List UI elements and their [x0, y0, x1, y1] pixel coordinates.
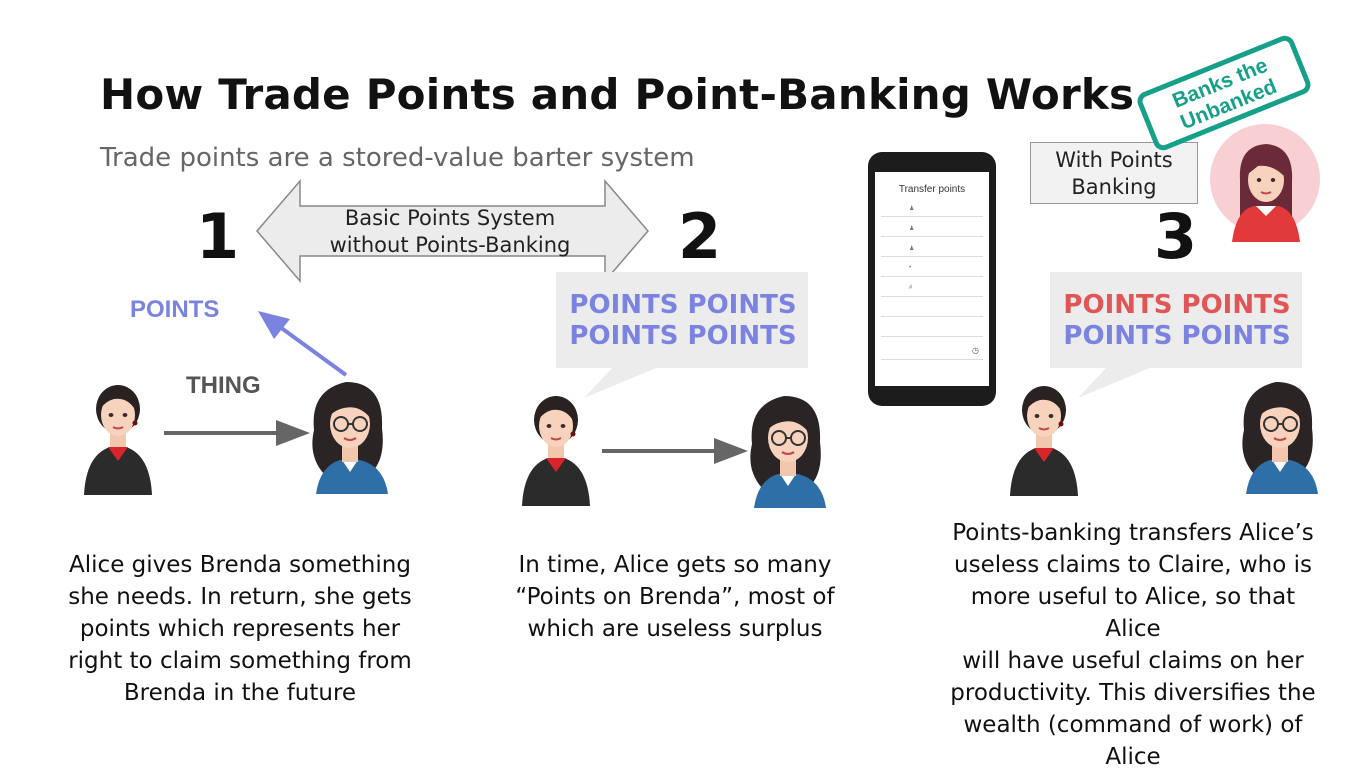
- bubble-line-blue: POINTS POINTS: [1063, 321, 1291, 351]
- double-arrow-shape: [256, 178, 649, 284]
- step3-caption: Points-banking transfers Alice’s useless…: [940, 517, 1326, 773]
- step3-speech-bubble: [1050, 272, 1302, 398]
- step2-caption: In time, Alice gets so many “Points on B…: [500, 549, 850, 645]
- form-field[interactable]: ♟: [881, 223, 983, 237]
- alice-avatar-icon: [83, 384, 153, 496]
- step3-bubble-text: POINTS POINTS POINTS POINTS: [1050, 290, 1304, 352]
- thing-arrow-icon: [602, 438, 748, 464]
- phone-screen: Transfer points ♟ ♟ ♟ • # ◷: [875, 172, 989, 386]
- points-arrow-icon: [258, 311, 348, 377]
- bubble-line-red: POINTS POINTS: [1063, 290, 1291, 320]
- caption-line: productivity. This diversifies the: [950, 680, 1316, 706]
- caption-line: wealth (command of work) of: [963, 712, 1303, 738]
- caption-line: Alice gives Brenda something: [69, 552, 411, 578]
- caption-line: more useful to Alice, so that Alice: [970, 584, 1296, 642]
- caption-line: points which represents her: [79, 616, 401, 642]
- points-banking-line: With Points: [1055, 148, 1173, 172]
- thing-arrow-icon: [164, 420, 310, 446]
- step1-points-label: POINTS: [130, 296, 220, 323]
- caption-line: Points-banking transfers Alice’s: [952, 520, 1314, 546]
- caption-line: In time, Alice gets so many: [518, 552, 832, 578]
- alice-avatar-icon: [521, 395, 591, 507]
- form-field[interactable]: [881, 323, 983, 337]
- caption-line: which are useless surplus: [527, 616, 823, 642]
- form-field[interactable]: [881, 303, 983, 317]
- transfer-form: ♟ ♟ ♟ • # ◷: [881, 203, 983, 376]
- step2-speech-bubble: [556, 272, 808, 398]
- points-banking-line: Banking: [1071, 175, 1157, 199]
- page-subtitle: Trade points are a stored-value barter s…: [100, 143, 695, 173]
- alice-avatar-icon: [1009, 385, 1079, 497]
- caption-line: Brenda in the future: [123, 680, 357, 706]
- caption-line: right to claim something from: [68, 648, 412, 674]
- basic-points-system-label: Basic Points System without Points-Banki…: [300, 205, 600, 259]
- transfer-points-title: Transfer points: [898, 184, 966, 195]
- caption-line: she needs. In return, she gets: [68, 584, 412, 610]
- step-number-1: 1: [196, 200, 240, 273]
- points-banking-box: With Points Banking: [1030, 142, 1198, 204]
- step-number-3: 3: [1154, 200, 1198, 273]
- form-field[interactable]: [881, 366, 983, 376]
- brenda-avatar-icon: [1241, 381, 1319, 495]
- phone-device: Transfer points ♟ ♟ ♟ • # ◷: [868, 152, 996, 406]
- brenda-avatar-icon: [311, 381, 389, 495]
- caption-line: will have useful claims on her: [962, 648, 1304, 674]
- claire-avatar-icon: [1210, 124, 1321, 243]
- step1-caption: Alice gives Brenda something she needs. …: [60, 549, 420, 709]
- caption-line: Alice: [1105, 744, 1161, 770]
- form-field[interactable]: ♟: [881, 203, 983, 217]
- bubble-line: POINTS POINTS: [569, 321, 797, 351]
- form-field[interactable]: ◷: [881, 343, 983, 360]
- caption-line: “Points on Brenda”, most of: [515, 584, 835, 610]
- form-field[interactable]: #: [881, 283, 983, 297]
- brenda-avatar-icon: [749, 395, 827, 509]
- form-field[interactable]: •: [881, 263, 983, 277]
- caption-line: useless claims to Claire, who is: [954, 552, 1312, 578]
- form-field[interactable]: ♟: [881, 243, 983, 257]
- step2-bubble-text: POINTS POINTS POINTS POINTS: [556, 290, 810, 352]
- bubble-line: POINTS POINTS: [569, 290, 797, 320]
- step1-thing-label: THING: [186, 372, 261, 399]
- arrow-label-line-2: without Points-Banking: [329, 233, 571, 257]
- page-title: How Trade Points and Point-Banking Works: [100, 70, 1135, 119]
- step-number-2: 2: [678, 200, 722, 273]
- arrow-label-line-1: Basic Points System: [344, 206, 556, 230]
